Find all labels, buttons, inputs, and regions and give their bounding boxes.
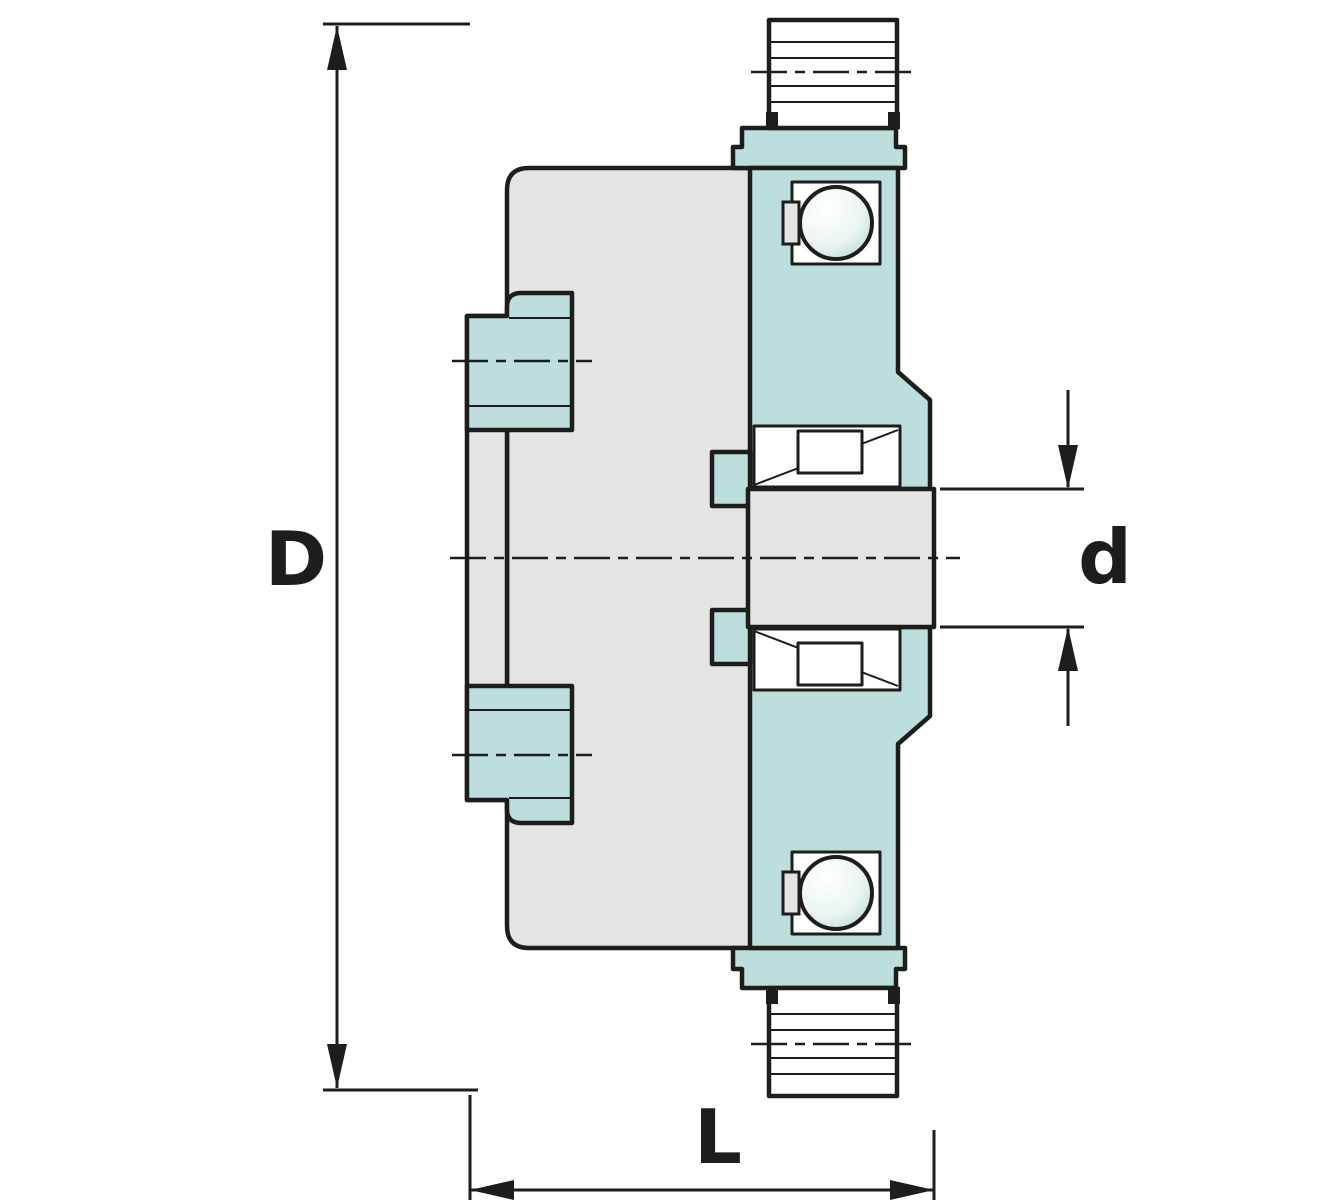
set-screw-top-right [888,112,900,129]
shaft-end-top [766,17,900,131]
dimension-L: L [468,1093,936,1200]
dim-label-d: d [1078,513,1132,601]
dimension-D: D [265,22,478,1092]
dim-d-arrow-down [1058,445,1078,489]
dim-D-arrow-up [327,26,347,70]
dim-L-arrow-right [890,1180,934,1200]
dim-d-arrow-up [1058,627,1078,671]
set-screw-top-left [766,112,778,129]
part-drawing [450,17,960,1099]
locking-collar-bottom [730,945,908,991]
dim-label-L: L [694,1093,742,1181]
inner-ring-bottom-slot [796,641,864,687]
set-screw-bottom-left [766,987,778,1004]
bearing-ball-bottom [798,855,874,931]
seal-carrier-top [709,449,753,509]
locking-collar-top [730,125,908,171]
dimension-d: d [940,390,1132,726]
bearing-ball-top [798,185,874,261]
set-screw-bottom-right [888,987,900,1004]
dim-L-arrow-left [470,1180,514,1200]
seal-carrier-bottom [709,607,753,667]
seal-top [781,200,801,246]
dim-label-D: D [265,515,327,603]
seal-bottom [781,870,801,916]
shaft-end-bottom [766,985,900,1099]
inner-ring-top-slot [796,429,864,475]
dim-D-arrow-down [327,1044,347,1088]
